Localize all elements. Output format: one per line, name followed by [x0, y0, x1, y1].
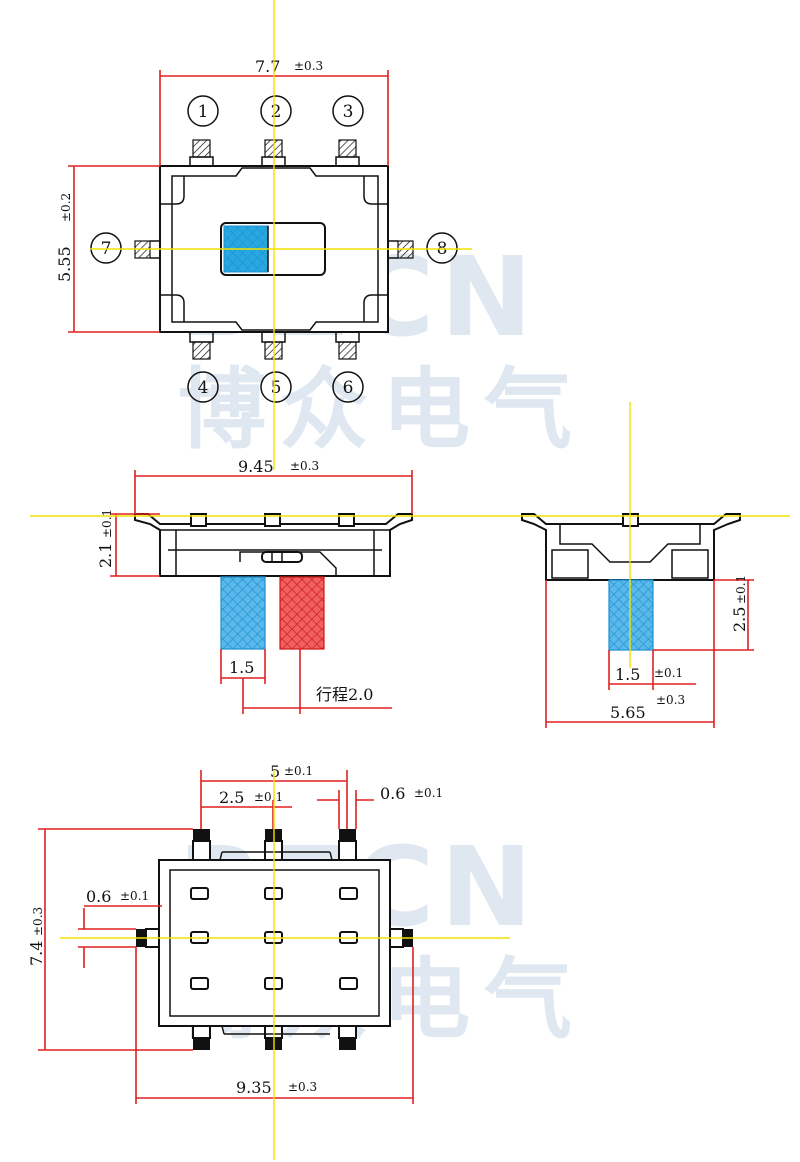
- dim-side-length: 9.45: [238, 457, 274, 476]
- dim-actuator-width: 1.5: [229, 658, 254, 677]
- end-actuator: [609, 580, 653, 650]
- dim-top-height: 5.55: [55, 246, 74, 282]
- tol-top-width: ±0.3: [294, 59, 323, 73]
- bottom-view: 5 ±0.1 2.5 ±0.1 0.6 ±0.1 0.6 ±0.1 7.4 ±0…: [27, 762, 510, 1160]
- tol-bottom-outer-pitch: ±0.1: [284, 764, 313, 778]
- tol-end-width: ±0.3: [656, 693, 685, 707]
- end-view: 2.5 ±0.1 1.5 ±0.1 5.65 ±0.3: [520, 402, 790, 728]
- pin-label-4: 4: [198, 378, 209, 398]
- tol-side-height: ±0.1: [100, 509, 114, 538]
- actuator-blue: [221, 577, 265, 649]
- top-view: 1 2 3 4 5 6 7 8 7.7 ±0.3 5.55 ±0.2: [55, 0, 472, 470]
- side-view: 9.45 ±0.3 2.1 ±0.1 1.5 行程2.0: [30, 457, 520, 714]
- tol-bottom-pin-width-top: ±0.1: [414, 786, 443, 800]
- pin-label-1: 1: [198, 102, 209, 122]
- tol-bottom-height: ±0.3: [31, 907, 45, 936]
- pin-label-5: 5: [271, 378, 282, 398]
- tol-bottom-pitch: ±0.1: [254, 790, 283, 804]
- actuator-red: [280, 577, 324, 649]
- tol-side-length: ±0.3: [290, 459, 319, 473]
- dim-bottom-height: 7.4: [27, 941, 46, 966]
- tol-top-height: ±0.2: [59, 193, 73, 222]
- pin-label-6: 6: [343, 378, 354, 398]
- dim-side-height: 2.1: [96, 543, 115, 568]
- pin-label-3: 3: [343, 102, 354, 122]
- dim-bottom-pitch: 2.5: [219, 788, 244, 807]
- pin-label-2: 2: [271, 102, 282, 122]
- dim-bottom-pin-width-left: 0.6: [86, 887, 111, 906]
- dim-end-actuator-width: 1.5: [615, 665, 640, 684]
- travel-label: 行程2.0: [316, 685, 373, 704]
- dim-top-width: 7.7: [255, 57, 280, 76]
- dim-bottom-length: 9.35: [236, 1078, 272, 1097]
- watermark-cjk-top: 博众电气: [178, 358, 586, 461]
- tol-end-actuator-width: ±0.1: [654, 666, 683, 680]
- tol-bottom-length: ±0.3: [288, 1080, 317, 1094]
- dim-end-width: 5.65: [610, 703, 646, 722]
- tol-bottom-pin-width-left: ±0.1: [120, 889, 149, 903]
- dim-bottom-pin-width-top: 0.6: [380, 784, 405, 803]
- dim-bottom-outer-pitch: 5: [270, 762, 280, 781]
- dim-end-actuator-height: 2.5: [730, 607, 749, 632]
- tol-end-actuator-height: ±0.1: [734, 575, 748, 604]
